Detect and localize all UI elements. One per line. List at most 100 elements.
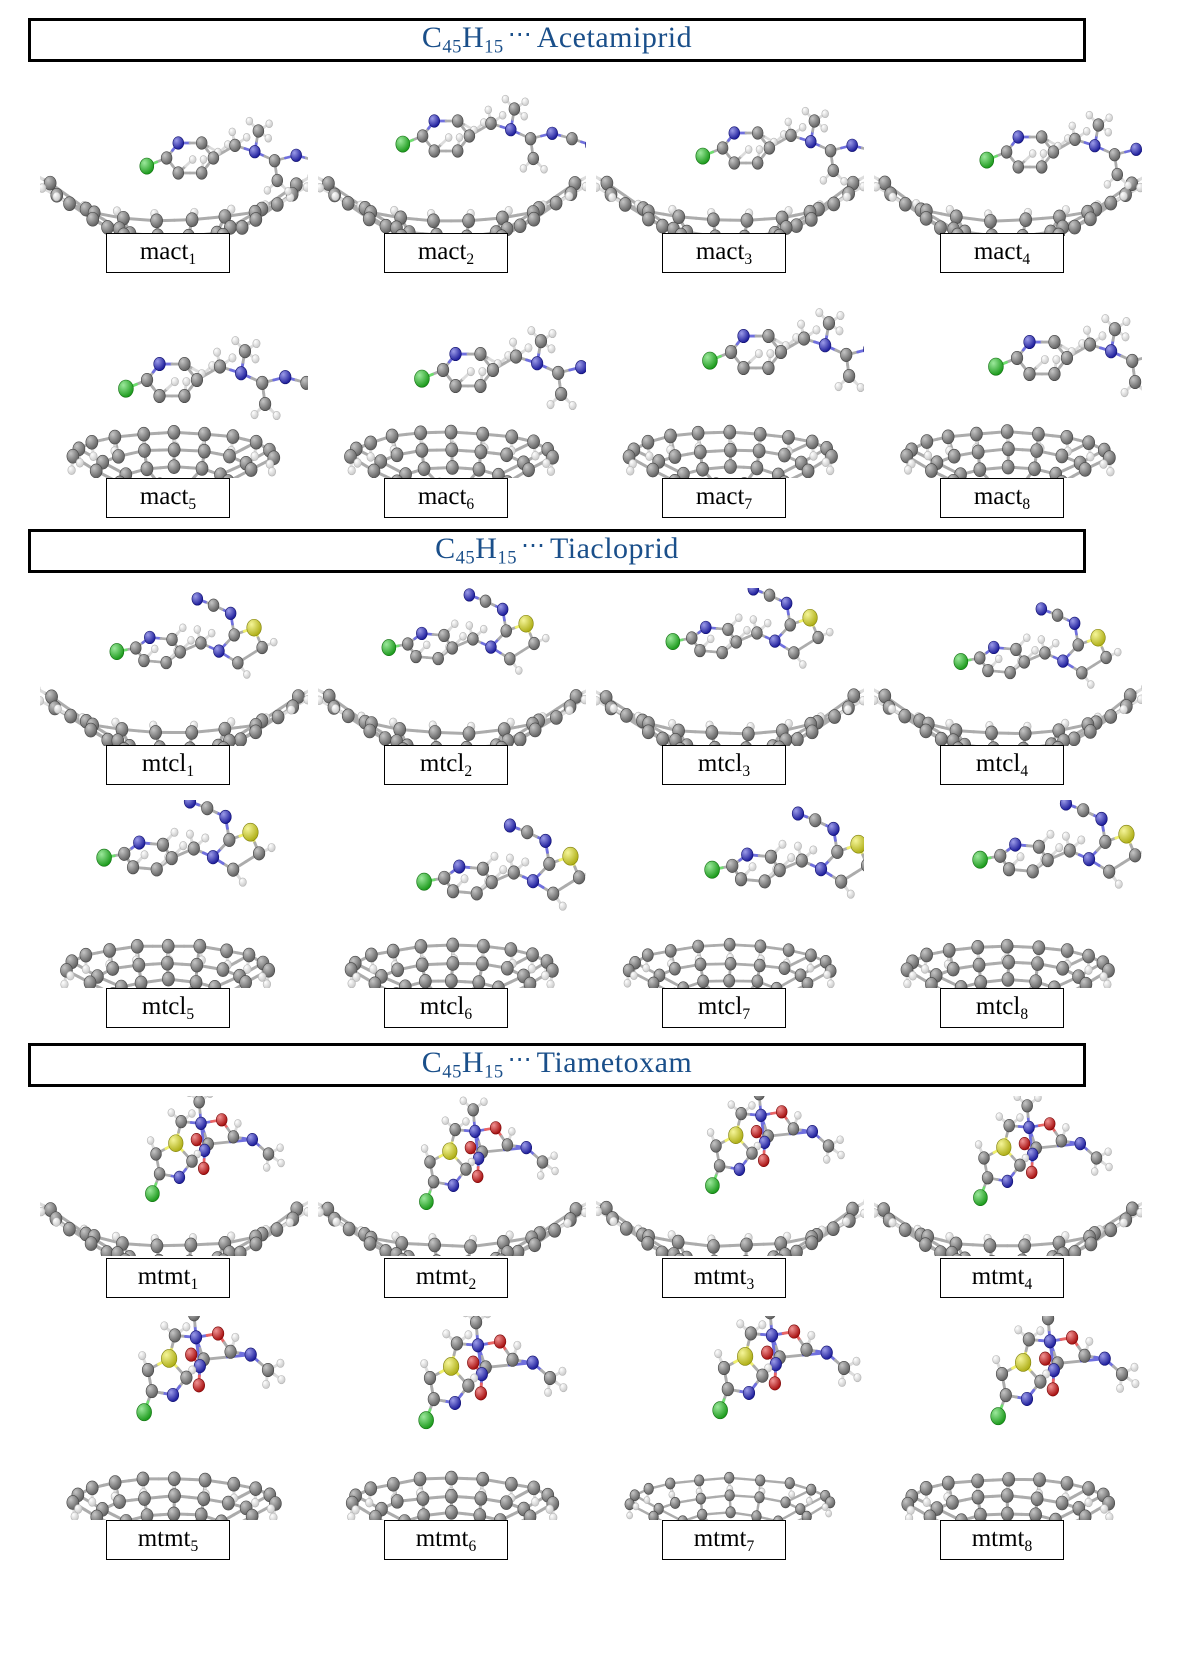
structure-label-index: 3 [746,1275,755,1293]
ligand-name-tiacloprid: Tiacloprid [549,532,679,566]
ligand-name-acetamiprid: Acetamiprid [536,21,693,55]
molecule-render [874,602,1142,746]
structure-label: mtmt5 [137,1524,199,1555]
formula-h-count: 15 [497,547,517,569]
structure-cell [40,66,308,236]
structure-cell [596,588,864,746]
formula-c-count: 45 [455,547,476,569]
structure-label: mtmt3 [693,1262,755,1293]
structure-label-box: mtcl7 [662,988,786,1028]
section-header-tiametoxam: C45H15⋯Tiametoxam [28,1043,1086,1087]
structure-label-box: mact7 [662,478,786,518]
molecule-render [900,800,1142,988]
structure-cell [40,800,308,988]
structure-label: mact6 [417,482,475,513]
structure-label-box: mtcl8 [940,988,1064,1028]
formula-c: C [421,1046,443,1080]
structure-label: mtmt6 [415,1524,477,1555]
structure-label-index: 3 [742,762,751,780]
structure-label: mact7 [695,482,753,513]
structure-cell [318,1096,586,1256]
structure-label: mtcl6 [419,992,473,1023]
structure-label-index: 1 [188,250,197,268]
structure-cell [318,66,586,236]
structure-label-index: 2 [468,1275,477,1293]
molecule-render [66,336,308,478]
formula-h: H [475,532,498,566]
molecule-render [596,1096,864,1256]
structure-label: mtcl7 [697,992,751,1023]
molecule-render [40,116,308,236]
structure-cell [596,1316,864,1520]
structure-label-box: mtcl4 [940,745,1064,785]
structure-label-index: 1 [190,1275,199,1293]
structure-label-box: mtcl1 [106,745,230,785]
structure-label-box: mtcl5 [106,988,230,1028]
structure-cell [318,588,586,746]
ligand-name-tiametoxam: Tiametoxam [536,1046,693,1080]
structure-cell [318,292,586,478]
structure-label: mtcl8 [975,992,1029,1023]
structure-label-index: 2 [466,250,475,268]
structure-label-index: 6 [468,1537,477,1555]
structure-label: mact1 [139,237,197,268]
structure-cell [874,1316,1142,1520]
molecule-render [624,1316,862,1520]
structure-cell [596,66,864,236]
structure-label-box: mtmt3 [662,1258,786,1298]
structure-label-index: 6 [464,1005,473,1023]
structure-label: mtcl5 [141,992,195,1023]
structure-label: mact5 [139,482,197,513]
molecule-render [40,1096,308,1256]
molecule-render [596,588,864,746]
structure-label-box: mtmt4 [940,1258,1064,1298]
structure-label: mact2 [417,237,475,268]
structure-label-box: mtmt8 [940,1520,1064,1560]
formula-c: C [435,532,456,566]
structure-cell [318,1316,586,1520]
structure-label: mtcl3 [697,749,751,780]
structure-label: mtmt2 [415,1262,477,1293]
structure-label-index: 1 [186,762,195,780]
structure-cell [874,1096,1142,1256]
structure-cell [596,1096,864,1256]
formula-h-count: 15 [484,1061,504,1083]
structure-label-index: 5 [186,1005,195,1023]
structure-label-index: 4 [1024,1275,1033,1293]
molecule-render [345,1316,568,1520]
molecule-render [622,806,864,988]
structure-label-index: 5 [188,495,197,513]
structure-label-index: 4 [1022,250,1031,268]
structure-label-box: mtmt5 [106,1520,230,1560]
structure-cell [40,1096,308,1256]
structure-label-index: 4 [1020,762,1029,780]
structure-cell [596,800,864,988]
molecule-render [622,308,864,478]
formula-c: C [421,21,443,55]
formula-h: H [461,1046,485,1080]
structure-label: mact3 [695,237,753,268]
structure-label: mtcl2 [419,749,473,780]
structure-label-index: 7 [744,495,753,513]
structure-label: mtmt4 [971,1262,1033,1293]
molecule-render [596,106,864,236]
molecule-render [318,588,586,746]
structure-cell [318,800,586,988]
structure-label-box: mtmt2 [384,1258,508,1298]
section-header-acetamiprid: C45H15⋯Acetamiprid [28,18,1086,62]
structure-cell [40,1316,308,1520]
molecule-render [66,1316,286,1520]
structure-cell [596,292,864,478]
structure-label: mtmt1 [137,1262,199,1293]
structure-label-box: mact8 [940,478,1064,518]
molecule-render [901,1316,1140,1520]
molecule-render [874,1096,1142,1256]
structure-cell [40,588,308,746]
structure-label: mtcl4 [975,749,1029,780]
structure-label-box: mact2 [384,233,508,273]
formula-h: H [461,21,485,55]
structure-label-box: mtcl3 [662,745,786,785]
structure-label-box: mtcl2 [384,745,508,785]
structure-label-index: 8 [1020,1005,1029,1023]
interaction-dots: ⋯ [507,22,533,49]
